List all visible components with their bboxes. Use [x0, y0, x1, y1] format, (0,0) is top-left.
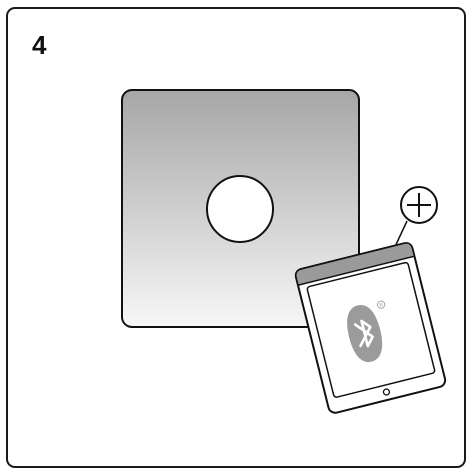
plus-in-circle-icon	[401, 187, 437, 223]
panel-round-button	[207, 176, 273, 242]
step-number: 4	[32, 30, 46, 60]
phone-home-button	[383, 388, 390, 395]
